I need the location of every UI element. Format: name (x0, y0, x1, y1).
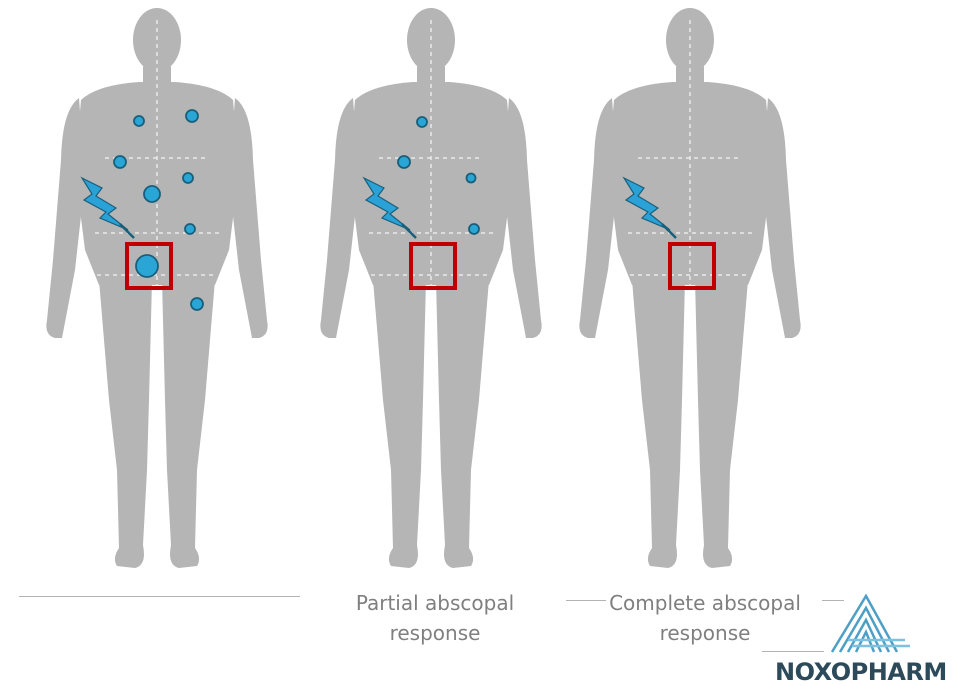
caption-line: Partial abscopal (330, 588, 540, 618)
tumor (467, 174, 476, 183)
tumor (185, 224, 195, 234)
tumor (144, 186, 160, 202)
divider-line (762, 651, 824, 652)
tumor (469, 224, 479, 234)
tumor (417, 117, 427, 127)
divider-line (822, 600, 844, 601)
tumor (134, 116, 144, 126)
figure-2-caption: Partial abscopal response (330, 588, 540, 648)
brand-logo-text: NOXOPHARM (775, 658, 947, 686)
caption-line: Complete abscopal (590, 588, 820, 618)
noxopharm-logo-icon (832, 596, 910, 652)
divider-line (19, 596, 300, 597)
tumor (183, 173, 193, 183)
tumor (114, 156, 126, 168)
tumor (398, 156, 410, 168)
tumor (191, 298, 203, 310)
caption-line: response (330, 618, 540, 648)
figure-3-caption: Complete abscopal response (590, 588, 820, 648)
tumor (136, 255, 158, 277)
tumor (186, 110, 198, 122)
caption-line: response (590, 618, 820, 648)
